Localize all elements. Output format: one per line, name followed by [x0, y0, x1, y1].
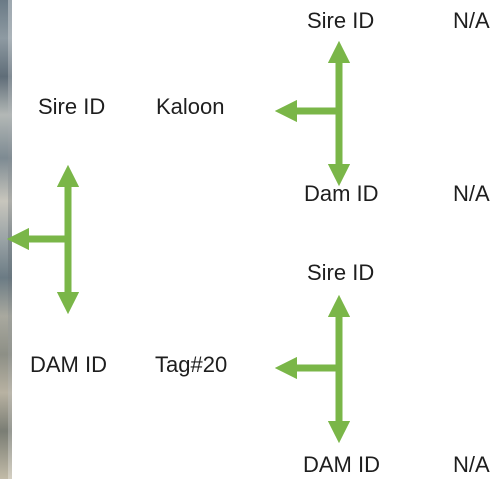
- sire-dam-label: Dam ID: [304, 181, 379, 206]
- left-connector: [6, 164, 80, 315]
- sire-sire-value: N/A: [453, 8, 490, 33]
- sire-dam-value: N/A: [453, 181, 490, 206]
- sire-label: Sire ID: [38, 94, 106, 119]
- dam-sire-label: Sire ID: [307, 260, 375, 285]
- dam-connector: [274, 294, 351, 444]
- dam-label: DAM ID: [30, 352, 107, 377]
- dam-dam-label: DAM ID: [303, 452, 380, 477]
- dam-value: Tag#20: [155, 352, 228, 377]
- sire-value: Kaloon: [156, 94, 225, 119]
- sire-connector: [274, 40, 351, 187]
- dam-dam-value: N/A: [453, 452, 490, 477]
- sire-sire-label: Sire ID: [307, 8, 375, 33]
